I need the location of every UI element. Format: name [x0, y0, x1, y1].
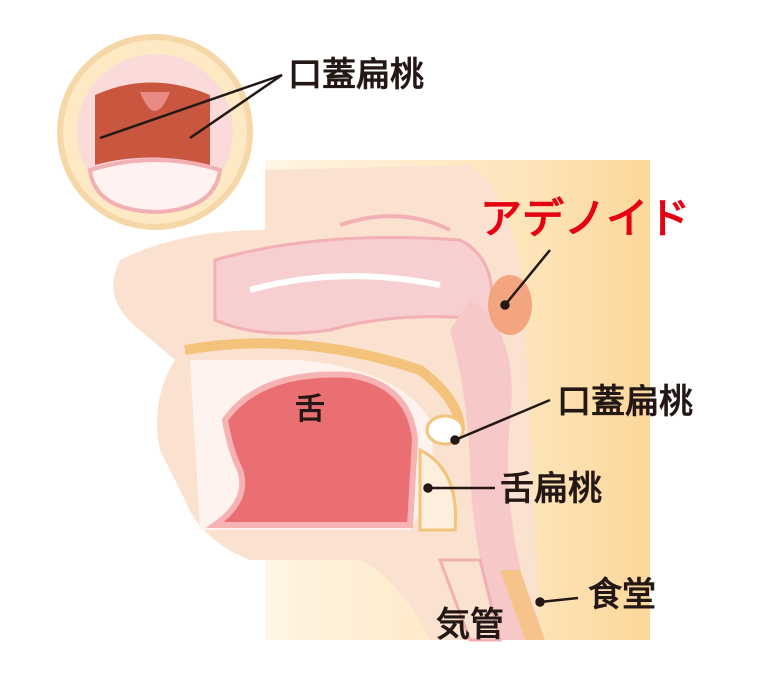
- inset-tongue: [87, 158, 223, 215]
- esophagus: [500, 570, 545, 640]
- nasal-concha: [339, 214, 451, 232]
- label-tongue: 舌: [295, 392, 325, 427]
- leader-lines: [99, 73, 579, 607]
- trachea: [437, 558, 502, 642]
- label-adenoid: アデノイド: [480, 194, 691, 243]
- adenoid: [488, 275, 532, 335]
- label-trachea: 気管: [436, 605, 504, 645]
- pharynx: [450, 300, 540, 640]
- label-palatine-tonsil-inset: 口蓋扁桃: [288, 55, 424, 95]
- inset-tonsils: [95, 82, 210, 165]
- label-lingual-tonsil: 舌扁桃: [500, 469, 602, 509]
- palate: [184, 338, 465, 431]
- inset-uvula: [140, 92, 170, 111]
- nasal-concha: [249, 273, 441, 293]
- tongue: [205, 371, 419, 528]
- label-palatine-tonsil: 口蓋扁桃: [557, 382, 693, 422]
- label-esophagus: 食堂: [588, 575, 656, 615]
